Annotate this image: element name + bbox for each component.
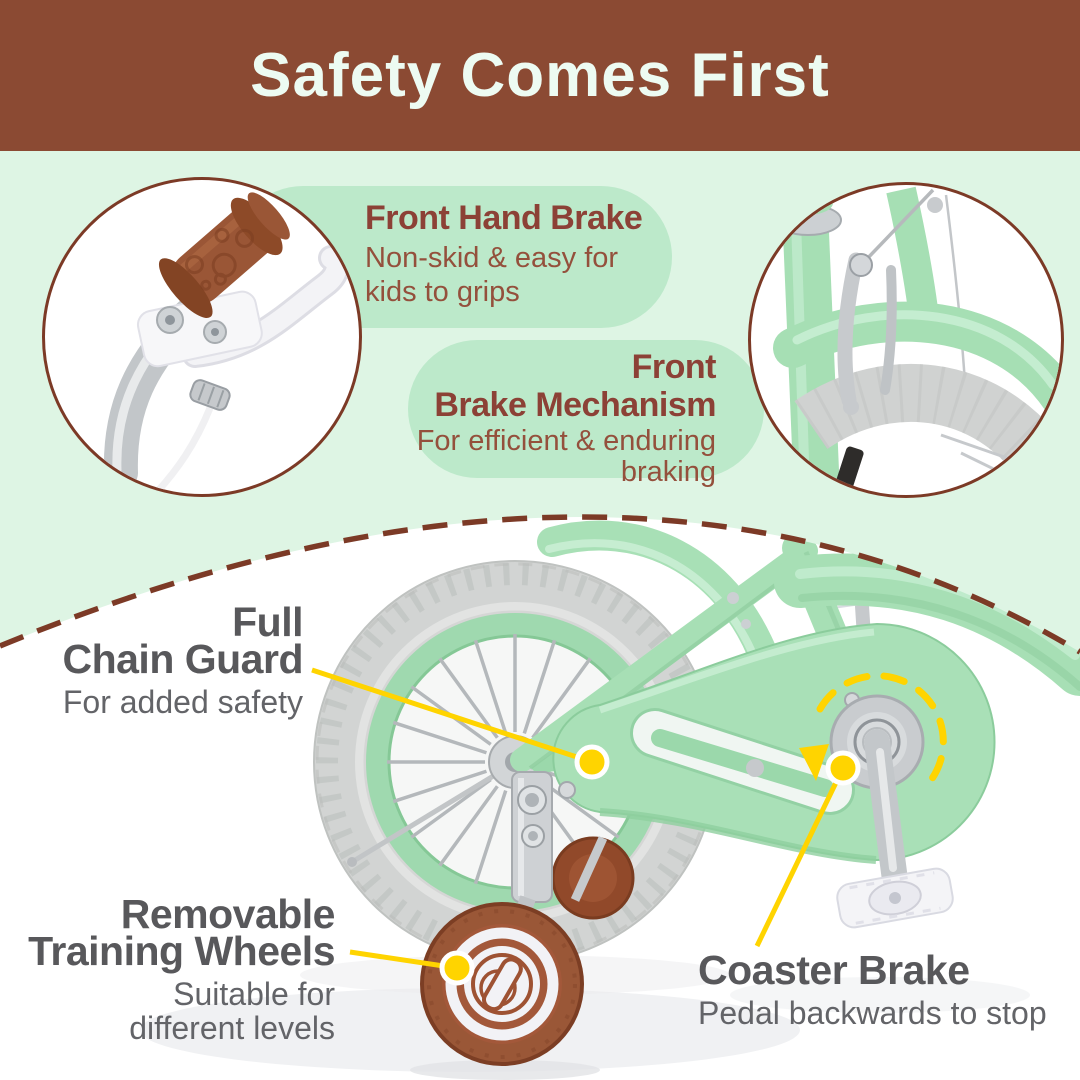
backpedal-direction-arc [816,672,947,788]
front-hand-brake-description: Non-skid & easy for kids to grips [365,242,619,308]
full-chain-guard-description: For added safety [62,684,303,720]
front-hand-brake-title: Front Hand Brake [365,199,643,237]
training-wheel-leader-line [349,949,458,971]
callout-full-chain-guard: Full Chain Guard For added safety [62,599,303,720]
coaster-brake-title: Coaster Brake [698,947,970,993]
removable-training-wheels-title: Removable Training Wheels [28,891,335,974]
fender-stay [350,761,515,865]
hand-brake-photo [42,177,362,497]
brake-cable [154,406,214,494]
rear-wheel [313,560,717,964]
far-training-wheel [551,836,635,920]
training-wheel [420,902,584,1066]
front-brake-illustration [773,185,1061,495]
front-brake-photo [748,182,1064,498]
callout-front-brake-mechanism: Front Brake Mechanism For efficient & en… [408,340,764,488]
hand-brake-illustration [103,192,350,494]
chain-guard-leader-line [311,667,593,765]
training-wheel-marker-dot [439,950,475,986]
headset [774,204,842,236]
chain-guard [552,622,996,864]
far-pedal [820,559,928,675]
rear-hub [488,735,542,789]
page-title: Safety Comes First [250,41,830,110]
spokes [387,634,643,890]
pedal [836,867,954,929]
chainstay [530,742,635,773]
front-brake-mechanism-description: For efficient & enduring braking [416,425,716,488]
barrel-adjuster [189,379,231,411]
coaster-brake-marker-dot [825,750,861,786]
removable-training-wheels-description: Suitable for different levels [129,976,335,1046]
frame-tubes [510,533,1080,772]
rear-fender [537,520,796,741]
chain-guard-marker-dot [574,744,610,780]
backpedal-arrow-icon [799,744,829,781]
header-banner: Safety Comes First [0,0,1080,151]
front-brake-mechanism-title: Front Brake Mechanism [434,348,716,424]
callout-coaster-brake: Coaster Brake Pedal backwards to stop [698,947,1047,1031]
coaster-brake-leader-line [754,766,846,948]
callout-removable-training-wheels: Removable Training Wheels Suitable for d… [28,891,335,1046]
training-wheel-bracket [498,771,553,965]
coaster-brake-description: Pedal backwards to stop [698,995,1047,1031]
full-chain-guard-title: Full Chain Guard [62,599,303,682]
coaster-brake-crank [829,694,954,929]
